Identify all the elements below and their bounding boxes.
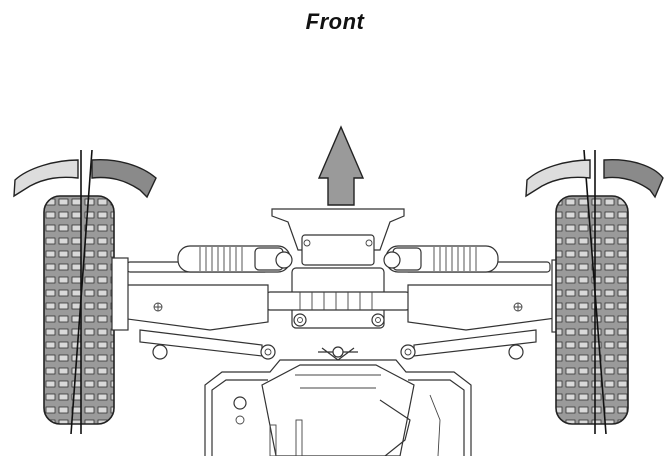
- rotate-out-arrow-icon: [13, 159, 79, 198]
- front-label: Front: [305, 9, 365, 34]
- chassis: [119, 208, 557, 456]
- left-wheel: [43, 195, 129, 425]
- left-shock: [177, 245, 293, 273]
- rotate-in-arrow-icon: [603, 158, 664, 199]
- rotate-in-arrow-icon: [91, 158, 157, 199]
- right-camber-lines: [583, 149, 607, 435]
- rotate-out-arrow-icon: [525, 159, 591, 198]
- left-camber-lines: [70, 149, 93, 435]
- right-wheel: [551, 195, 629, 425]
- forward-arrow-icon: [317, 125, 365, 206]
- right-shock: [383, 245, 499, 273]
